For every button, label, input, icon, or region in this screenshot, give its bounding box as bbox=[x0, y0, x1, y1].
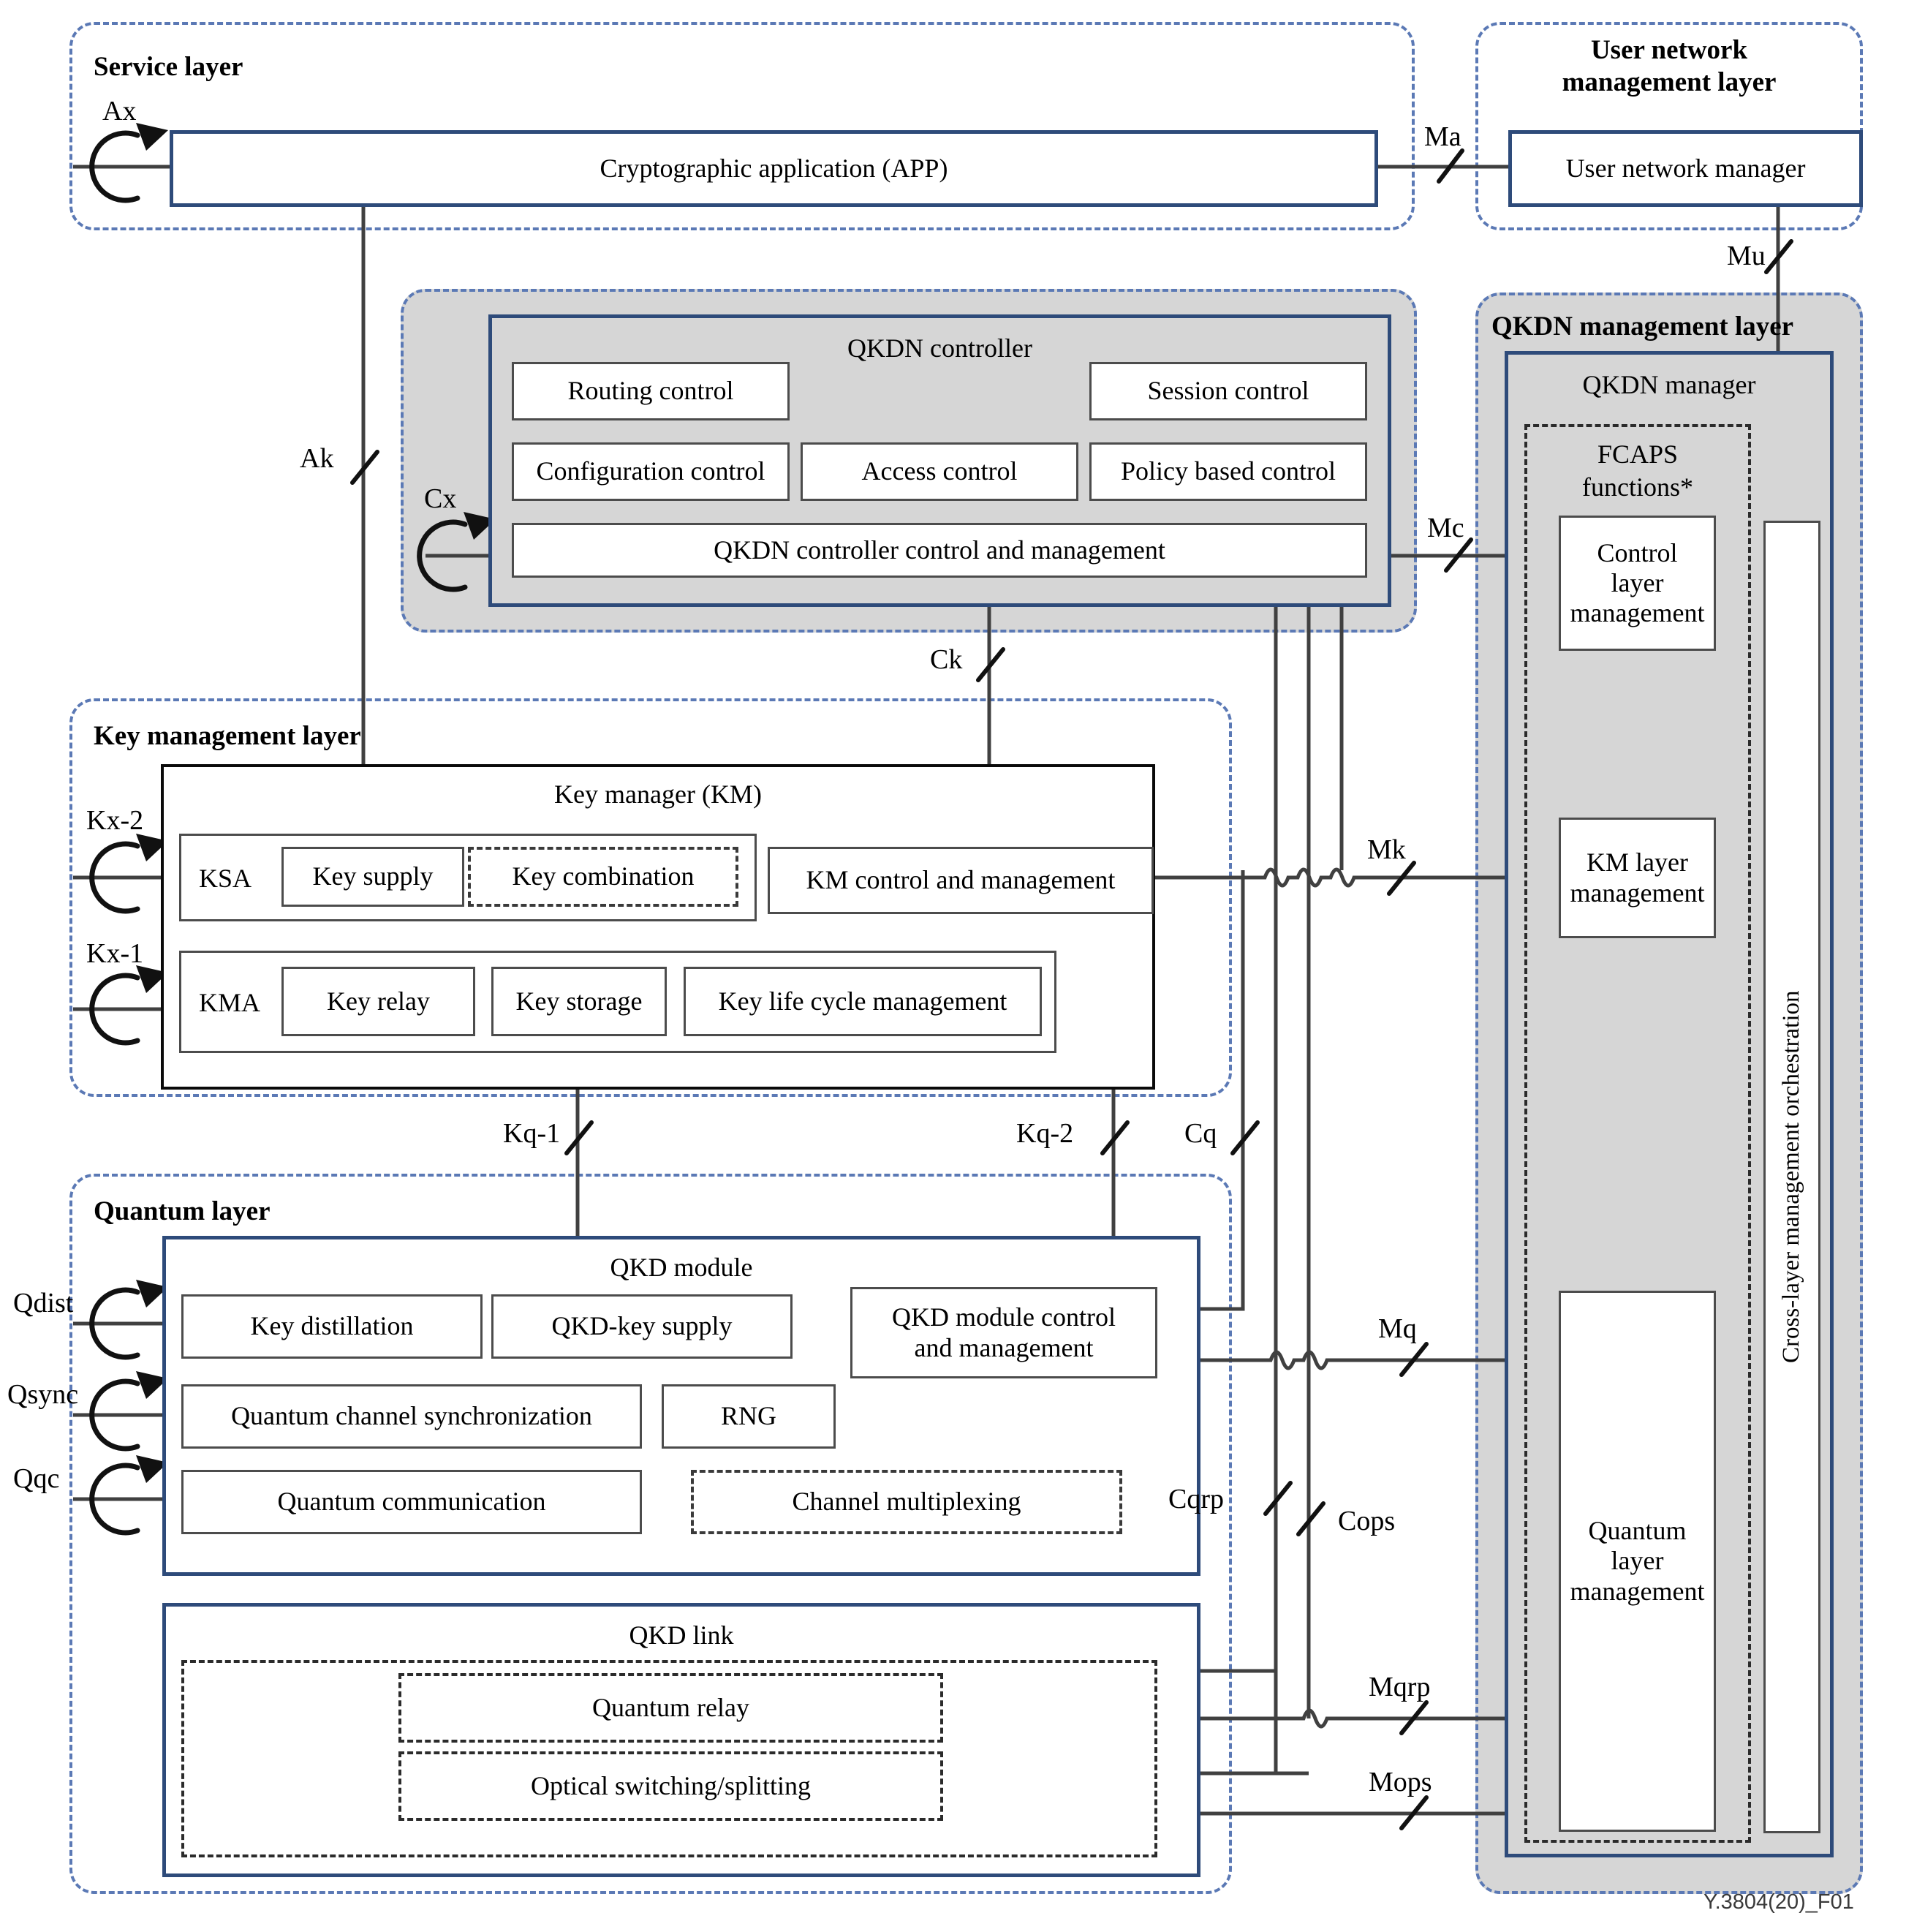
interface-label-ma: Ma bbox=[1424, 121, 1461, 152]
figure-number: Y.3804(20)_F01 bbox=[1703, 1890, 1854, 1914]
key-management-layer-title: Key management layer bbox=[94, 721, 361, 751]
quantum-layer-container bbox=[69, 1174, 1232, 1894]
user-network-layer-title-line1: User network bbox=[1590, 35, 1748, 65]
interface-label-qqc: Qqc bbox=[13, 1463, 60, 1494]
control-layer-management-box[interactable]: Control layer management bbox=[1559, 516, 1716, 651]
interface-label-mc: Mc bbox=[1427, 513, 1464, 543]
qkdn-controller-title: QKDN controller bbox=[847, 333, 1032, 363]
interface-label-mu: Mu bbox=[1727, 241, 1766, 271]
interface-label-kq1: Kq-1 bbox=[503, 1118, 561, 1149]
rng-box[interactable]: RNG bbox=[662, 1384, 836, 1449]
interface-label-ak: Ak bbox=[300, 443, 334, 474]
service-layer-container bbox=[69, 22, 1415, 230]
service-layer-title: Service layer bbox=[94, 52, 243, 82]
fcaps-functions-line2: functions* bbox=[1582, 472, 1693, 502]
interface-label-cq: Cq bbox=[1184, 1118, 1217, 1149]
control-layer-management-line1: Control bbox=[1597, 537, 1678, 567]
interface-label-kx2: Kx-2 bbox=[86, 805, 144, 836]
km-control-and-management-box[interactable]: KM control and management bbox=[768, 847, 1154, 914]
interface-label-mops: Mops bbox=[1369, 1767, 1432, 1797]
user-network-manager-box[interactable]: User network manager bbox=[1508, 130, 1863, 207]
km-layer-management-line2: management bbox=[1570, 878, 1705, 907]
user-network-management-layer-container bbox=[1475, 22, 1863, 230]
quantum-layer-management-line1: Quantum bbox=[1588, 1516, 1687, 1546]
interface-label-kx1: Kx-1 bbox=[86, 938, 144, 969]
qkd-module-title: QKD module bbox=[610, 1253, 753, 1282]
km-layer-management-line1: KM layer bbox=[1587, 848, 1688, 878]
fcaps-functions-line1: FCAPS bbox=[1597, 439, 1679, 469]
quantum-channel-synchronization-box[interactable]: Quantum channel synchronization bbox=[181, 1384, 642, 1449]
qkd-key-supply-box[interactable]: QKD-key supply bbox=[491, 1294, 793, 1359]
policy-based-control-box[interactable]: Policy based control bbox=[1089, 442, 1367, 501]
key-life-cycle-management-box[interactable]: Key life cycle management bbox=[684, 967, 1042, 1036]
interface-label-ck: Ck bbox=[930, 644, 963, 675]
interface-label-ax: Ax bbox=[102, 96, 137, 127]
channel-multiplexing-box[interactable]: Channel multiplexing bbox=[691, 1470, 1122, 1534]
key-manager-title: Key manager (KM) bbox=[554, 780, 762, 809]
quantum-relay-box[interactable]: Quantum relay bbox=[398, 1673, 943, 1743]
km-layer-management-box[interactable]: KM layer management bbox=[1559, 818, 1716, 938]
interface-label-kq2: Kq-2 bbox=[1016, 1118, 1074, 1149]
interface-label-cqrp: Cqrp bbox=[1168, 1484, 1224, 1514]
quantum-layer-title: Quantum layer bbox=[94, 1196, 271, 1226]
qkdn-management-layer-title: QKDN management layer bbox=[1491, 312, 1794, 342]
qkd-link-title: QKD link bbox=[629, 1620, 734, 1650]
kma-label: KMA bbox=[199, 988, 261, 1017]
control-layer-management-line3: management bbox=[1570, 598, 1705, 628]
key-combination-box[interactable]: Key combination bbox=[468, 847, 738, 907]
interface-label-cx: Cx bbox=[424, 483, 457, 514]
control-layer-management-line2: layer bbox=[1611, 567, 1664, 597]
configuration-control-box[interactable]: Configuration control bbox=[512, 442, 790, 501]
qkd-link-outer-dashed-group bbox=[181, 1660, 1157, 1857]
quantum-layer-management-line2: layer bbox=[1611, 1546, 1664, 1576]
access-control-box[interactable]: Access control bbox=[801, 442, 1078, 501]
qkd-module-control-line2: and management bbox=[914, 1332, 1094, 1362]
qkdn-controller-control-and-management-box[interactable]: QKDN controller control and management bbox=[512, 523, 1367, 578]
ksa-label: KSA bbox=[199, 864, 252, 893]
interface-label-mqrp: Mqrp bbox=[1369, 1672, 1431, 1702]
interface-label-qsync: Qsync bbox=[7, 1379, 79, 1410]
interface-label-mq: Mq bbox=[1378, 1313, 1417, 1344]
interface-label-cops: Cops bbox=[1338, 1506, 1396, 1536]
key-distillation-box[interactable]: Key distillation bbox=[181, 1294, 483, 1359]
interface-label-qdist: Qdist bbox=[13, 1288, 74, 1318]
qkd-module-control-and-management-box[interactable]: QKD module control and management bbox=[850, 1287, 1157, 1378]
qkdn-manager-title: QKDN manager bbox=[1582, 370, 1756, 399]
key-supply-box[interactable]: Key supply bbox=[281, 847, 464, 907]
interface-label-mk: Mk bbox=[1367, 834, 1406, 865]
user-network-layer-title-line2: management layer bbox=[1562, 67, 1777, 97]
quantum-communication-box[interactable]: Quantum communication bbox=[181, 1470, 642, 1534]
cryptographic-application-box[interactable]: Cryptographic application (APP) bbox=[170, 130, 1378, 207]
qkd-module-control-line1: QKD module control bbox=[892, 1302, 1116, 1332]
cross-layer-management-orchestration-box[interactable]: Cross-layer management orchestration bbox=[1763, 521, 1820, 1833]
key-management-layer-container bbox=[69, 698, 1232, 1097]
session-control-box[interactable]: Session control bbox=[1089, 362, 1367, 420]
key-relay-box[interactable]: Key relay bbox=[281, 967, 475, 1036]
fcaps-functions-group bbox=[1524, 424, 1751, 1843]
quantum-layer-management-box[interactable]: Quantum layer management bbox=[1559, 1291, 1716, 1832]
routing-control-box[interactable]: Routing control bbox=[512, 362, 790, 420]
quantum-layer-management-line3: management bbox=[1570, 1576, 1705, 1606]
optical-switching-splitting-box[interactable]: Optical switching/splitting bbox=[398, 1751, 943, 1821]
key-storage-box[interactable]: Key storage bbox=[491, 967, 667, 1036]
